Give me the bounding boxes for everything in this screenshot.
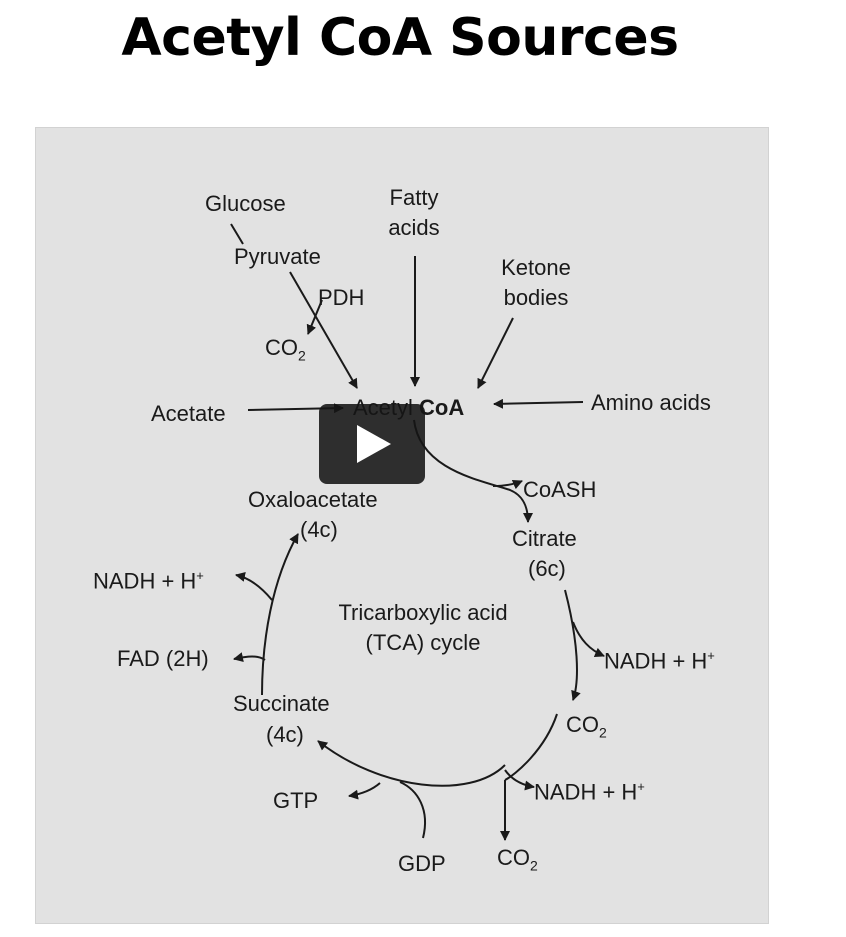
slide-title: Acetyl CoA Sources	[121, 8, 679, 68]
gdp-arrow	[399, 781, 426, 839]
nadh-left-label: NADH + H+	[93, 568, 204, 594]
coash-label: CoASH	[523, 477, 597, 502]
co2-right1-label: CO2	[566, 712, 607, 741]
glucose-label: Glucose	[205, 191, 286, 216]
coash-arrow	[492, 479, 523, 490]
amino-acids-label: Amino acids	[591, 390, 711, 415]
play-button[interactable]	[319, 404, 425, 484]
bottom-arc	[317, 740, 506, 787]
pdh-label: PDH	[318, 285, 365, 310]
succinate-label: Succinate	[233, 691, 330, 716]
fad-label: FAD (2H)	[117, 646, 209, 671]
nadh-right2-label: NADH + H+	[534, 779, 645, 805]
gdp-label: GDP	[398, 851, 446, 876]
acetyl-to-citrate-arrow	[413, 419, 533, 523]
nadh-right1-label: NADH + H+	[604, 648, 715, 674]
nadh-right1-arrow	[572, 621, 605, 658]
succinate-carbons: (4c)	[266, 722, 304, 747]
play-icon	[357, 425, 391, 463]
gtp-arrow	[348, 782, 381, 800]
citrate-carbons: (6c)	[528, 556, 566, 581]
left-arc	[261, 533, 299, 696]
tca-cycle-label: Tricarboxylic acid(TCA) cycle	[338, 600, 508, 655]
co2-pdh-label: CO2	[265, 335, 306, 364]
acetate-label: Acetate	[151, 401, 226, 426]
lower-right-arc	[504, 713, 558, 781]
gtp-label: GTP	[273, 788, 319, 813]
figure-background	[35, 127, 769, 924]
oxaloacetate-label: Oxaloacetate	[248, 487, 378, 512]
nadh-right2-arrow	[504, 769, 535, 791]
glucose-line	[230, 223, 244, 245]
citrate-label: Citrate	[512, 526, 577, 551]
pyruvate-label: Pyruvate	[234, 244, 321, 269]
citrate-down-arc	[564, 589, 581, 701]
co2-release-arrow	[306, 299, 323, 335]
nadh-left-arrow	[235, 572, 273, 601]
fad-arrow	[233, 652, 266, 663]
pdh-arrow	[289, 271, 358, 389]
amino-acids-arrow	[493, 398, 584, 409]
co2-right2-label: CO2	[497, 845, 538, 874]
oxaloacetate-carbons: (4c)	[300, 517, 338, 542]
ketone-arrow	[477, 317, 514, 389]
